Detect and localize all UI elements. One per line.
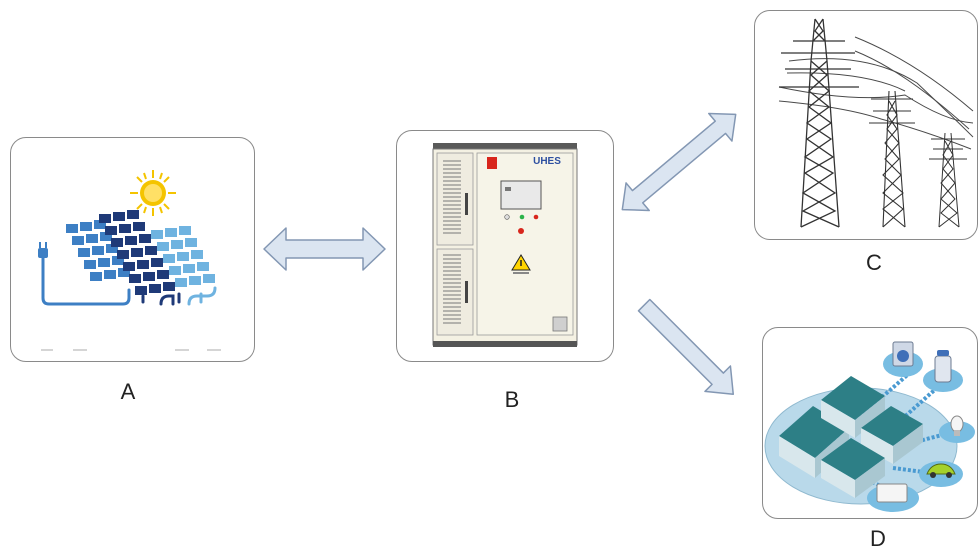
- light-bulb-icon: [939, 415, 975, 443]
- solar-panel-left: [66, 220, 130, 281]
- solar-panel-right: [151, 226, 215, 287]
- washing-machine-icon: [883, 341, 923, 377]
- label-a: A: [120, 379, 136, 404]
- plug-icon: [38, 242, 48, 258]
- electric-car-icon: [919, 461, 963, 487]
- water-heater-icon: [923, 350, 963, 392]
- house-4: [821, 438, 885, 498]
- solar-panel-icon: [38, 170, 221, 351]
- arrow-b-d: [637, 298, 735, 396]
- label-c: C: [866, 250, 882, 275]
- tower-medium: [869, 90, 915, 228]
- house-3: [861, 406, 923, 464]
- panel-b-inverter: UHES: [396, 130, 614, 362]
- label-b: B: [504, 387, 520, 412]
- house-icon: [764, 341, 975, 512]
- bidirectional-arrow-a-b: [263, 227, 386, 271]
- transmission-tower-icon: [778, 18, 974, 228]
- brand-label: UHES: [533, 156, 561, 167]
- label-d: D: [870, 526, 886, 551]
- inverter-cabinet-icon: UHES: [432, 143, 578, 347]
- bidirectional-arrow-b-c: [621, 112, 737, 212]
- sun-icon: [130, 170, 176, 216]
- tower-large: [779, 18, 859, 228]
- panel-a-solar: [10, 137, 255, 362]
- solar-panel-middle: [99, 210, 175, 295]
- tower-small: [929, 132, 967, 228]
- warning-icon: [511, 254, 531, 274]
- panel-c-grid: [754, 10, 978, 240]
- air-conditioner-icon: [867, 483, 919, 512]
- panel-d-loads: [762, 327, 978, 519]
